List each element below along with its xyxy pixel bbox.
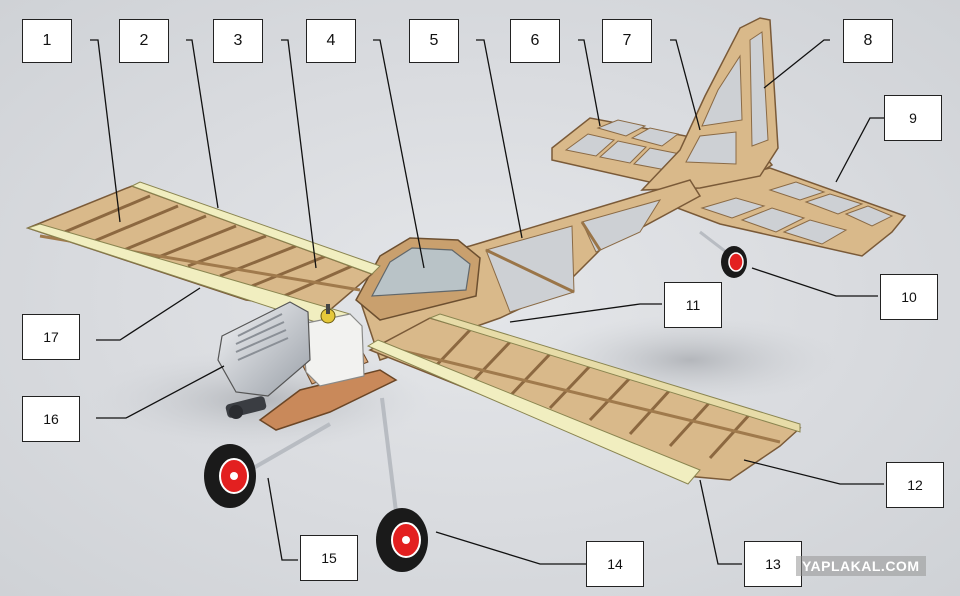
elevator (671, 167, 907, 257)
watermark: YAPLAKAL.COM (796, 556, 926, 576)
callout-17: 17 (22, 314, 80, 360)
callout-5: 5 (409, 19, 459, 63)
callout-11: 11 (664, 282, 722, 328)
callout-16: 16 (22, 396, 80, 442)
callout-15: 15 (300, 535, 358, 581)
leader-lines (90, 39, 884, 565)
callout-10: 10 (880, 274, 938, 320)
tail-wheel (721, 246, 747, 278)
callout-7: 7 (602, 19, 652, 63)
callout-6: 6 (510, 19, 560, 63)
callout-14: 14 (586, 541, 644, 587)
callout-1: 1 (22, 19, 72, 63)
main-wing (25, 181, 802, 485)
callout-9: 9 (884, 95, 942, 141)
callout-4: 4 (306, 19, 356, 63)
callout-12: 12 (886, 462, 944, 508)
canopy (355, 237, 481, 321)
wheel-right (376, 508, 428, 572)
callout-13: 13 (744, 541, 802, 587)
fuel-tank (301, 304, 365, 387)
callout-8: 8 (843, 19, 893, 63)
wheel-left (204, 444, 256, 508)
callout-2: 2 (119, 19, 169, 63)
engine (217, 301, 311, 419)
vertical-fin (640, 17, 779, 191)
callout-3: 3 (213, 19, 263, 63)
